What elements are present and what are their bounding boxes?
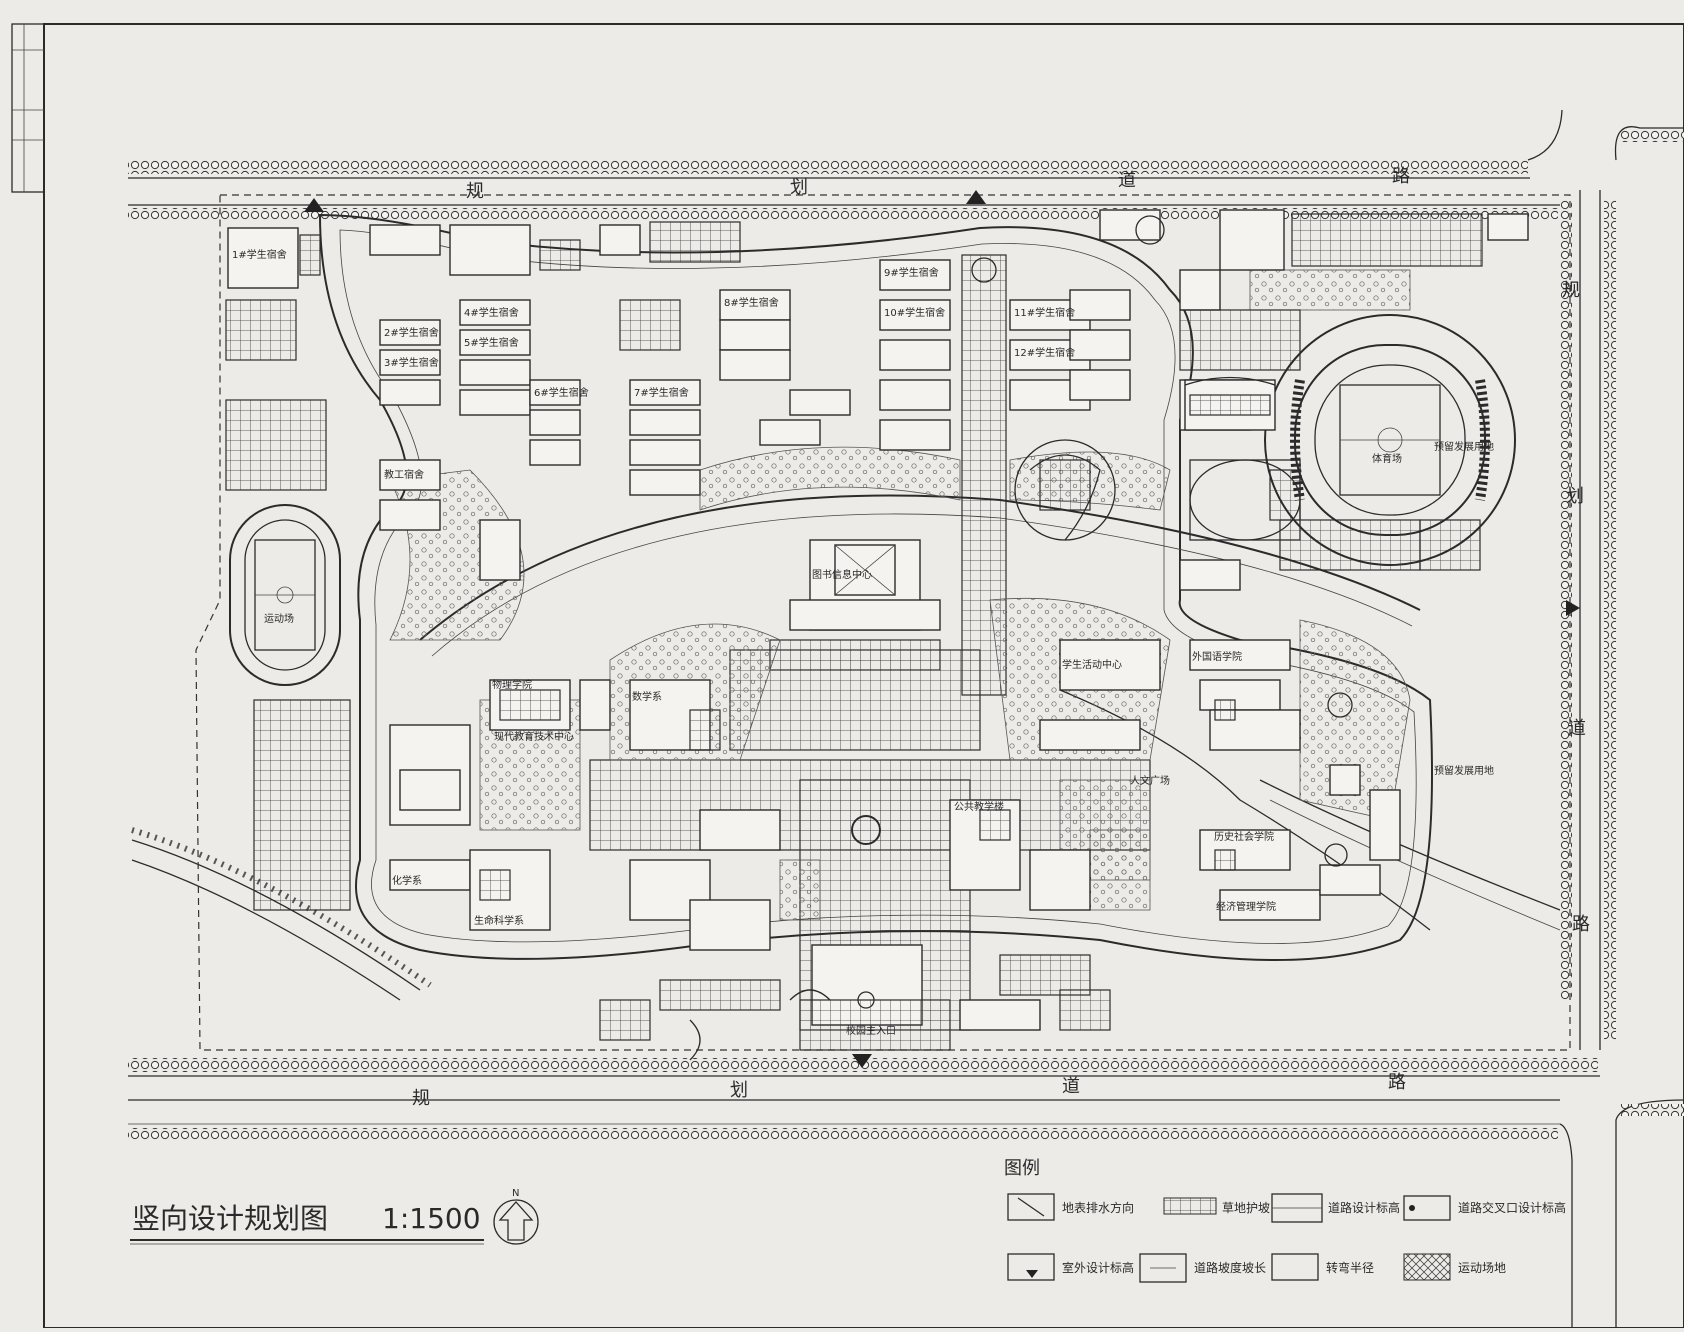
north-entry-icon bbox=[966, 190, 986, 204]
legend-swatch-sports-ground bbox=[1403, 1253, 1451, 1281]
teaching-buildings bbox=[389, 639, 1401, 951]
label-staff-dorm: 教工宿舍 bbox=[384, 468, 424, 481]
label-math: 数学系 bbox=[632, 690, 662, 703]
north-arrow-icon: N bbox=[493, 1188, 539, 1245]
label-6-dorm: 6#学生宿舍 bbox=[534, 386, 589, 399]
west-courts bbox=[225, 299, 351, 911]
label-reserve-2: 预留发展用地 bbox=[1434, 764, 1494, 777]
right-road-char-3: 道 bbox=[1568, 718, 1586, 739]
north-label: N bbox=[512, 1188, 519, 1199]
legend-item-drainage: 地表排水方向 bbox=[1062, 1200, 1134, 1215]
right-road-char-4: 路 bbox=[1572, 914, 1590, 935]
label-economics: 经济管理学院 bbox=[1216, 900, 1276, 913]
legend-swatch-turn-radius bbox=[1271, 1253, 1319, 1281]
label-8-dorm: 8#学生宿舍 bbox=[724, 296, 779, 309]
top-road-char-1: 规 bbox=[466, 181, 484, 202]
north-west-entry-icon bbox=[304, 198, 324, 212]
parking-top-right bbox=[1099, 209, 1529, 431]
east-entry-icon bbox=[1566, 600, 1580, 616]
label-10-dorm: 10#学生宿舍 bbox=[884, 306, 945, 319]
label-physics: 物理学院 bbox=[492, 678, 532, 691]
right-road-char-1: 规 bbox=[1562, 280, 1580, 301]
library-complex bbox=[769, 539, 941, 671]
title-block: 竖向设计规划图 1:1500 N bbox=[130, 1188, 539, 1245]
main-stadium bbox=[1264, 314, 1516, 571]
legend-item-junction-elev: 道路交叉口设计标高 bbox=[1458, 1200, 1566, 1215]
south-entry-icon bbox=[852, 1054, 872, 1068]
legend-item-turn-radius: 转弯半径 bbox=[1326, 1260, 1374, 1275]
label-life-sci: 生命科学系 bbox=[474, 914, 524, 927]
legend-item-road-elev: 道路设计标高 bbox=[1328, 1200, 1400, 1215]
road-labels-top: 规 划 道 路 bbox=[466, 166, 1410, 202]
legend-item-outdoor-elev: 室外设计标高 bbox=[1062, 1260, 1134, 1275]
label-9-dorm: 9#学生宿舍 bbox=[884, 266, 939, 279]
south-entrance bbox=[599, 954, 1111, 1061]
label-foreign-lang: 外国语学院 bbox=[1192, 650, 1242, 663]
label-library: 图书信息中心 bbox=[812, 568, 872, 581]
label-2-dorm: 2#学生宿舍 bbox=[384, 326, 439, 339]
building-labels: 1#学生宿舍 2#学生宿舍 3#学生宿舍 4#学生宿舍 5#学生宿舍 6#学生宿… bbox=[232, 248, 1494, 1037]
top-road-char-4: 路 bbox=[1392, 166, 1410, 187]
legend-item-grass-slope: 草地护坡 bbox=[1222, 1201, 1270, 1215]
drainage-arrow-icon bbox=[1017, 1197, 1045, 1217]
road-labels-right: 规 划 道 路 bbox=[1562, 280, 1590, 935]
sports-hall bbox=[1179, 376, 1301, 591]
legend-swatch-drainage bbox=[1007, 1193, 1055, 1221]
label-5-dorm: 5#学生宿舍 bbox=[464, 336, 519, 349]
label-sports-field: 运动场 bbox=[264, 612, 294, 625]
label-7-dorm: 7#学生宿舍 bbox=[634, 386, 689, 399]
label-plaza: 人文广场 bbox=[1130, 774, 1170, 787]
road-labels-bottom: 规 划 道 路 bbox=[412, 1072, 1406, 1109]
label-1-dorm: 1#学生宿舍 bbox=[232, 248, 287, 261]
label-main-entrance: 校园主入口 bbox=[846, 1024, 896, 1037]
legend: 图例 地表排水方向 草地护坡 道路设计标高 道路交叉口设计标高 室外设计标高 道… bbox=[1004, 1158, 1566, 1283]
bottom-road-char-2: 划 bbox=[730, 1080, 748, 1101]
legend-swatch-slope bbox=[1139, 1253, 1187, 1283]
legend-swatch-junction-elev bbox=[1403, 1195, 1451, 1221]
entry-markers bbox=[304, 190, 1580, 1068]
bottom-road-char-1: 规 bbox=[412, 1088, 430, 1109]
label-chemistry: 化学系 bbox=[392, 874, 422, 887]
label-edu-tech: 现代教育技术中心 bbox=[494, 730, 574, 743]
drawing-title: 竖向设计规划图 bbox=[132, 1202, 328, 1235]
site-boundary bbox=[195, 194, 1571, 1051]
label-11-dorm: 11#学生宿舍 bbox=[1014, 306, 1075, 319]
legend-item-slope: 道路坡度坡长 bbox=[1194, 1260, 1266, 1275]
top-road-char-3: 道 bbox=[1118, 170, 1136, 191]
legend-item-sports-ground: 运动场地 bbox=[1458, 1261, 1506, 1275]
legend-title: 图例 bbox=[1004, 1158, 1040, 1179]
round-auditorium bbox=[1014, 439, 1116, 541]
drawing-scale: 1:1500 bbox=[382, 1202, 481, 1235]
dormitory-blocks bbox=[227, 221, 1131, 581]
right-road-char-2: 划 bbox=[1566, 486, 1584, 507]
label-reserve-1: 预留发展用地 bbox=[1434, 440, 1494, 453]
label-3-dorm: 3#学生宿舍 bbox=[384, 356, 439, 369]
legend-swatch-grass-slope bbox=[1163, 1197, 1217, 1215]
west-stadium bbox=[229, 504, 341, 686]
bottom-road-char-3: 道 bbox=[1062, 1076, 1080, 1097]
bottom-road-char-4: 路 bbox=[1388, 1072, 1406, 1093]
external-roads bbox=[128, 109, 1684, 1328]
label-history: 历史社会学院 bbox=[1214, 830, 1274, 843]
label-12-dorm: 12#学生宿舍 bbox=[1014, 346, 1075, 359]
legend-swatch-outdoor-elev bbox=[1007, 1253, 1055, 1281]
label-stadium: 体育场 bbox=[1372, 452, 1402, 465]
top-road-char-2: 划 bbox=[790, 177, 808, 198]
label-student-center: 学生活动中心 bbox=[1062, 658, 1122, 671]
label-4-dorm: 4#学生宿舍 bbox=[464, 306, 519, 319]
label-public-teaching: 公共教学楼 bbox=[954, 800, 1004, 813]
